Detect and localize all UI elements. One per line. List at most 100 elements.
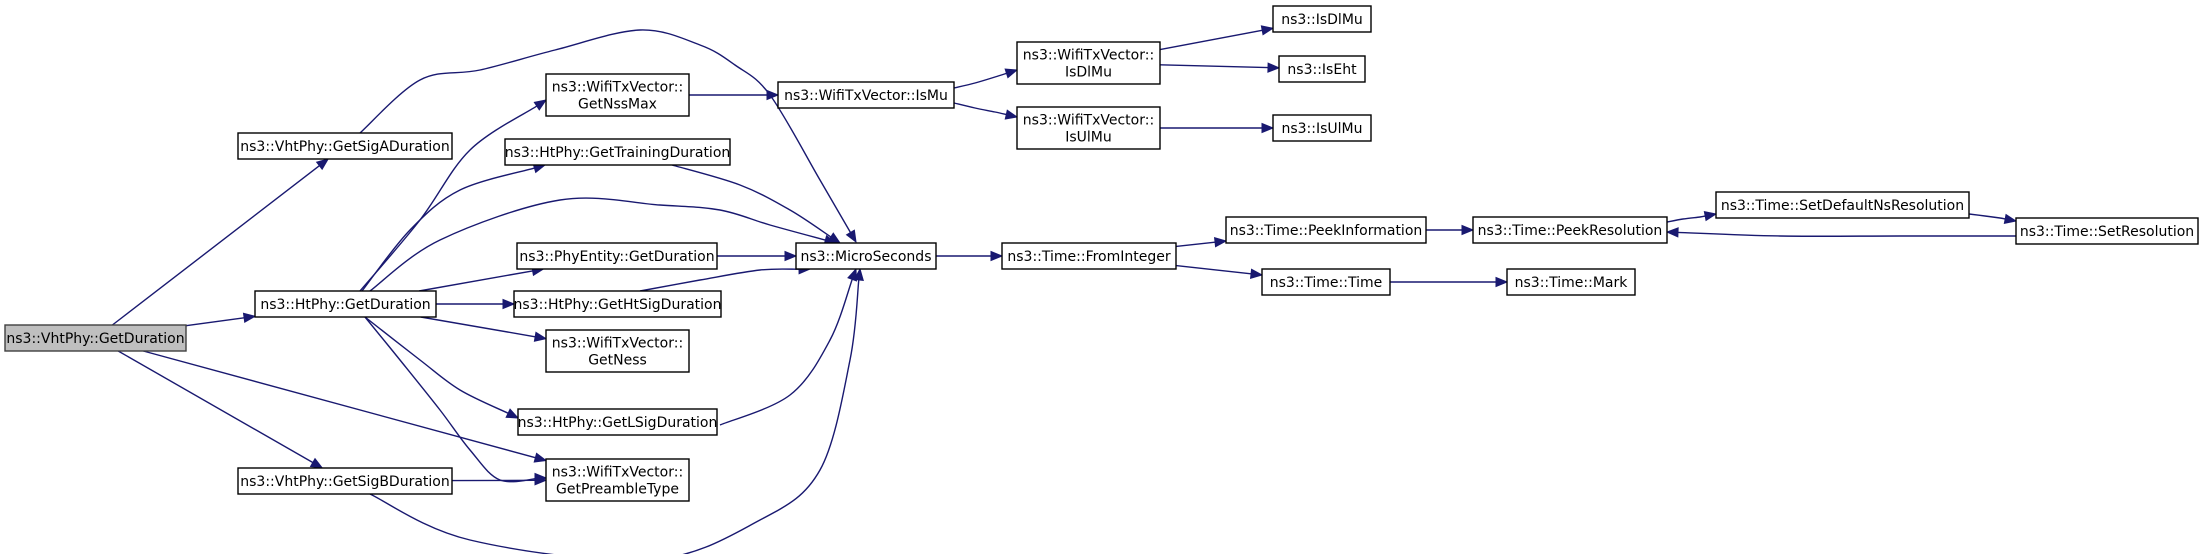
edge-txv-isdlmu-to-isdlmu <box>1159 25 1275 51</box>
edge-vht-getsigaduration-to-microseconds-line <box>359 29 852 233</box>
node-ht-gethtsigduration-label-0: ns3::HtPhy::GetHtSigDuration <box>514 297 722 313</box>
node-ht-getlsigduration-label-0: ns3::HtPhy::GetLSigDuration <box>518 415 718 431</box>
node-isulmu[interactable]: ns3::IsUlMu <box>1272 114 1372 142</box>
edge-phyentity-getduration-to-microseconds <box>717 250 798 262</box>
edge-txv-ismu-to-txv-isulmu-arrowhead <box>1004 109 1019 120</box>
node-txv-isulmu-box <box>1016 106 1161 150</box>
edge-vht-getduration-to-txv-getpreambletype-line <box>143 350 536 459</box>
node-ht-gettrainingduration[interactable]: ns3::HtPhy::GetTrainingDuration <box>504 138 731 166</box>
edge-vht-getduration-to-vht-getsigbduration <box>117 350 324 469</box>
node-txv-ismu[interactable]: ns3::WifiTxVector::IsMu <box>777 81 955 109</box>
node-txv-isdlmu-box <box>1016 41 1161 85</box>
nodes-layer: ns3::VhtPhy::GetDurationns3::VhtPhy::Get… <box>4 5 2199 502</box>
node-vht-getduration[interactable]: ns3::VhtPhy::GetDuration <box>4 324 187 352</box>
node-iseht[interactable]: ns3::IsEht <box>1278 55 1366 83</box>
edge-time-setdefaultnsresolution-to-time-setresolution-line <box>1968 213 2006 220</box>
node-ht-getduration[interactable]: ns3::HtPhy::GetDuration <box>254 290 437 318</box>
node-time-frominteger[interactable]: ns3::Time::FromInteger <box>1001 242 1177 270</box>
node-txv-getpreambletype[interactable]: ns3::WifiTxVector::GetPreambleType <box>545 458 690 502</box>
edge-time-peekresolution-to-time-setdefaultnsresolution <box>1666 210 1718 223</box>
edge-ht-getduration-to-ht-getlsigduration <box>364 316 520 419</box>
node-time-mark-label-0: ns3::Time::Mark <box>1515 275 1629 291</box>
node-time-mark[interactable]: ns3::Time::Mark <box>1506 268 1636 296</box>
node-phyentity-getduration[interactable]: ns3::PhyEntity::GetDuration <box>516 242 718 270</box>
node-txv-getnssmax-label-0: ns3::WifiTxVector:: <box>552 80 683 96</box>
edge-vht-getduration-to-ht-getduration <box>185 312 257 327</box>
edge-vht-getduration-to-txv-getpreambletype <box>143 350 548 463</box>
node-time-setdefaultnsresolution-label-0: ns3::Time::SetDefaultNsResolution <box>1721 198 1964 214</box>
node-txv-getness[interactable]: ns3::WifiTxVector::GetNess <box>545 329 690 373</box>
edge-time-time-to-time-mark <box>1390 276 1509 288</box>
edge-time-setresolution-to-time-peekresolution-arrowhead <box>1665 227 1679 238</box>
node-vht-getsigaduration-label-0: ns3::VhtPhy::GetSigADuration <box>240 139 449 155</box>
node-txv-isulmu-label-1: IsUlMu <box>1065 130 1112 146</box>
node-txv-getnssmax-box <box>545 73 690 117</box>
node-txv-getness-box <box>545 329 690 373</box>
node-txv-isulmu[interactable]: ns3::WifiTxVector::IsUlMu <box>1016 106 1161 150</box>
edge-time-peekresolution-to-time-setdefaultnsresolution-arrowhead <box>1703 210 1718 222</box>
edge-ht-getduration-to-txv-getnssmax-arrowhead <box>533 99 548 111</box>
node-ht-getduration-label-0: ns3::HtPhy::GetDuration <box>260 297 430 313</box>
edge-txv-isdlmu-to-iseht-arrowhead <box>1267 62 1281 73</box>
edge-time-time-to-time-mark-arrowhead <box>1495 276 1509 288</box>
edge-time-frominteger-to-time-time-line <box>1175 264 1252 275</box>
edge-vht-getduration-to-vht-getsigaduration-line <box>111 165 320 326</box>
node-time-frominteger-box <box>1001 242 1177 270</box>
node-ht-getlsigduration[interactable]: ns3::HtPhy::GetLSigDuration <box>517 408 718 436</box>
node-microseconds[interactable]: ns3::MicroSeconds <box>795 242 937 270</box>
edge-microseconds-to-time-frominteger-arrowhead <box>990 250 1004 262</box>
edge-ht-gettrainingduration-to-microseconds-arrowhead <box>827 232 842 244</box>
node-vht-getsigbduration[interactable]: ns3::VhtPhy::GetSigBDuration <box>237 467 453 495</box>
node-time-peekinformation[interactable]: ns3::Time::PeekInformation <box>1225 216 1427 244</box>
edge-vht-getsigbduration-to-microseconds-line <box>369 279 860 554</box>
node-time-time-box <box>1261 268 1391 296</box>
edge-time-setdefaultnsresolution-to-time-setresolution <box>1968 213 2018 225</box>
edge-time-frominteger-to-time-time-arrowhead <box>1249 268 1264 279</box>
node-time-setdefaultnsresolution[interactable]: ns3::Time::SetDefaultNsResolution <box>1715 191 1970 219</box>
edge-ht-getduration-to-ht-getlsigduration-line <box>364 316 509 414</box>
node-iseht-box <box>1278 55 1366 83</box>
node-isulmu-box <box>1272 114 1372 142</box>
node-vht-getduration-label-0: ns3::VhtPhy::GetDuration <box>6 331 184 347</box>
edge-ht-getduration-to-ht-getlsigduration-arrowhead <box>505 408 520 419</box>
node-txv-getpreambletype-label-1: GetPreambleType <box>556 482 679 498</box>
edge-time-frominteger-to-time-peekinformation <box>1175 237 1228 248</box>
edge-ht-getlsigduration-to-microseconds <box>719 267 857 426</box>
edge-time-peekinformation-to-time-peekresolution <box>1426 224 1475 236</box>
node-txv-isdlmu[interactable]: ns3::WifiTxVector::IsDlMu <box>1016 41 1161 85</box>
edge-vht-getduration-to-vht-getsigaduration-arrowhead <box>315 158 330 171</box>
node-isdlmu-box <box>1272 5 1372 33</box>
edge-ht-getduration-to-ht-gethtsigduration <box>436 298 516 310</box>
edge-txv-ismu-to-txv-isulmu <box>953 102 1019 120</box>
edge-txv-isdlmu-to-isdlmu-arrowhead <box>1260 25 1275 36</box>
node-isdlmu-label-0: ns3::IsDlMu <box>1281 12 1363 28</box>
edge-txv-isdlmu-to-iseht <box>1159 62 1281 73</box>
node-iseht-label-0: ns3::IsEht <box>1287 62 1357 78</box>
node-ht-gethtsigduration-box <box>513 290 722 318</box>
edge-vht-getsigaduration-to-microseconds-arrowhead <box>845 229 857 244</box>
edge-vht-getsigaduration-to-microseconds <box>359 29 857 244</box>
node-vht-getduration-box <box>4 324 187 352</box>
node-txv-ismu-label-0: ns3::WifiTxVector::IsMu <box>784 88 948 104</box>
edge-ht-getduration-to-ht-gettrainingduration <box>361 163 547 292</box>
node-time-setresolution-label-0: ns3::Time::SetResolution <box>2020 224 2194 240</box>
node-time-setdefaultnsresolution-box <box>1715 191 1970 219</box>
edge-vht-getduration-to-vht-getsigbduration-arrowhead <box>309 457 324 469</box>
node-ht-gethtsigduration[interactable]: ns3::HtPhy::GetHtSigDuration <box>513 290 722 318</box>
node-time-setresolution[interactable]: ns3::Time::SetResolution <box>2015 217 2199 245</box>
edge-ht-getlsigduration-to-microseconds-line <box>719 279 853 426</box>
edge-ht-getduration-to-microseconds-line <box>369 197 826 292</box>
edge-ht-getduration-to-txv-getnssmax <box>359 99 548 292</box>
edge-ht-getduration-to-phyentity-getduration-line <box>418 270 533 292</box>
node-txv-getnssmax[interactable]: ns3::WifiTxVector::GetNssMax <box>545 73 690 117</box>
edge-txv-ismu-to-txv-isdlmu-arrowhead <box>1004 68 1019 79</box>
edge-ht-getduration-to-ht-gettrainingduration-line <box>361 167 535 292</box>
edge-vht-getduration-to-ht-getduration-arrowhead <box>242 312 257 324</box>
edge-vht-getsigbduration-to-txv-getpreambletype-arrowhead <box>534 475 548 486</box>
node-isdlmu[interactable]: ns3::IsDlMu <box>1272 5 1372 33</box>
node-time-peekresolution[interactable]: ns3::Time::PeekResolution <box>1472 216 1668 244</box>
node-vht-getsigaduration[interactable]: ns3::VhtPhy::GetSigADuration <box>237 132 453 160</box>
edge-ht-getduration-to-txv-getness-line <box>420 316 536 338</box>
node-time-time[interactable]: ns3::Time::Time <box>1261 268 1391 296</box>
